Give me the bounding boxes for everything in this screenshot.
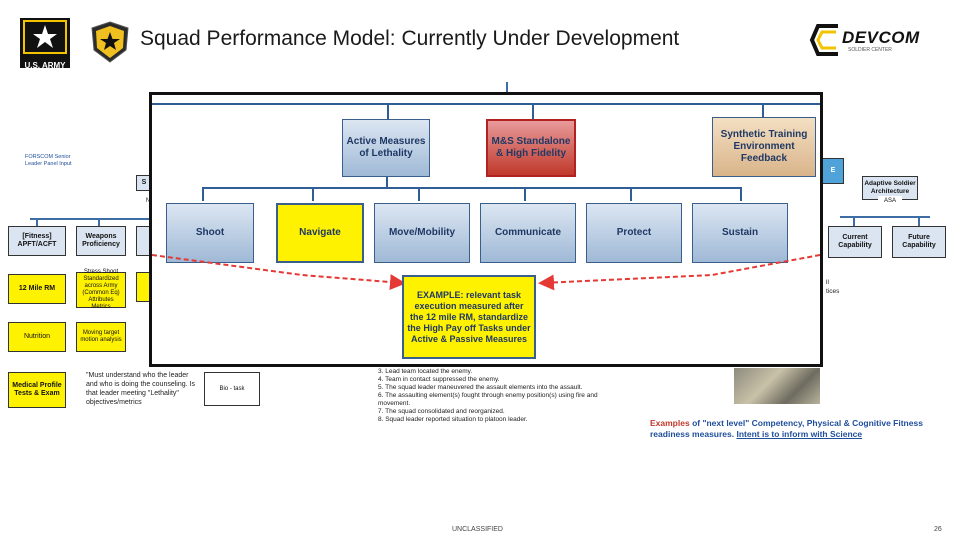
- bio-task-box: Bio - task: [204, 372, 260, 406]
- devcom-c-icon: [809, 24, 838, 56]
- active-measures-box: Active Measures of Lethality: [342, 119, 430, 177]
- page-title: Squad Performance Model: Currently Under…: [140, 27, 680, 50]
- army-logo: U.S. ARMY: [20, 18, 70, 70]
- nutrition-box: Nutrition: [8, 322, 66, 352]
- task-protect: Protect: [586, 203, 682, 263]
- task-navigate: Navigate: [276, 203, 364, 263]
- step-item: 3. Lead team located the enemy.: [378, 368, 473, 375]
- step-item: 4. Team in contact suppressed the enemy.: [378, 376, 500, 383]
- examples-body: of "next level" Competency, Physical & C…: [650, 418, 923, 439]
- right-partial-text-2: tices: [826, 288, 840, 295]
- step-item: 7. The squad consolidated and reorganize…: [378, 408, 505, 415]
- weapons-proficiency-box: Weapons Proficiency: [76, 226, 126, 256]
- step-item: 5. The squad leader maneuvered the assau…: [378, 384, 583, 391]
- step-item: 8. Squad leader reported situation to pl…: [378, 416, 528, 423]
- devcom-logo-text: DEVCOM: [842, 28, 920, 47]
- medical-profile-box: Medical Profile Tests & Exam: [8, 372, 66, 408]
- examples-caption: Examples of "next level" Competency, Phy…: [650, 418, 950, 440]
- devcom-logo: DEVCOM SOLDIER CENTER: [808, 22, 940, 62]
- current-capability-box: Current Capability: [828, 226, 882, 258]
- e-partial-box: E: [822, 158, 844, 184]
- future-capability-box: Future Capability: [892, 226, 946, 258]
- examples-prefix: Examples: [650, 418, 690, 428]
- steps-list: 3. Lead team located the enemy. 4. Team …: [378, 368, 628, 424]
- task-sustain: Sustain: [692, 203, 788, 263]
- classification-label: UNCLASSIFIED: [452, 526, 503, 533]
- must-understand-note: "Must understand who the leader and who …: [86, 372, 195, 406]
- rm-12-mile-box: 12 Mile RM: [8, 274, 66, 304]
- army-star-icon: [23, 20, 67, 54]
- task-move-mobility: Move/Mobility: [374, 203, 470, 263]
- n-partial-text: N: [144, 196, 152, 206]
- task-shoot: Shoot: [166, 203, 254, 263]
- right-partial-text-1: ll: [826, 279, 829, 286]
- forscom-input-box: FORSCOM Senior Leader Panel Input: [24, 150, 82, 172]
- synthetic-training-box: Synthetic Training Environment Feedback: [712, 117, 816, 177]
- fitness-box: [Fitness] APFT/ACFT: [8, 226, 66, 256]
- shield-star-icon: [91, 21, 129, 63]
- step-item: 6. The assaulting element(s) fought thro…: [378, 392, 598, 407]
- ms-standalone-box: M&S Standalone & High Fidelity: [486, 119, 576, 177]
- dashed-arrows-icon: [152, 254, 820, 291]
- stress-shoot-box: Stress Shoot Standardized across Army (C…: [76, 269, 126, 310]
- asa-label: ASA: [878, 196, 902, 206]
- example-callout: EXAMPLE: relevant task execution measure…: [402, 275, 536, 359]
- page-number: 26: [934, 526, 942, 533]
- army-logo-text: U.S. ARMY: [24, 61, 66, 70]
- soldier-photo: [734, 368, 820, 404]
- examples-link[interactable]: Intent is to inform with Science: [736, 429, 863, 439]
- overlay-panel: Active Measures of Lethality M&S Standal…: [149, 92, 823, 367]
- devcom-logo-subtext: SOLDIER CENTER: [848, 47, 892, 53]
- task-communicate: Communicate: [480, 203, 576, 263]
- unit-insignia: [88, 20, 132, 64]
- moving-target-box: Moving target motion analysis: [76, 322, 126, 352]
